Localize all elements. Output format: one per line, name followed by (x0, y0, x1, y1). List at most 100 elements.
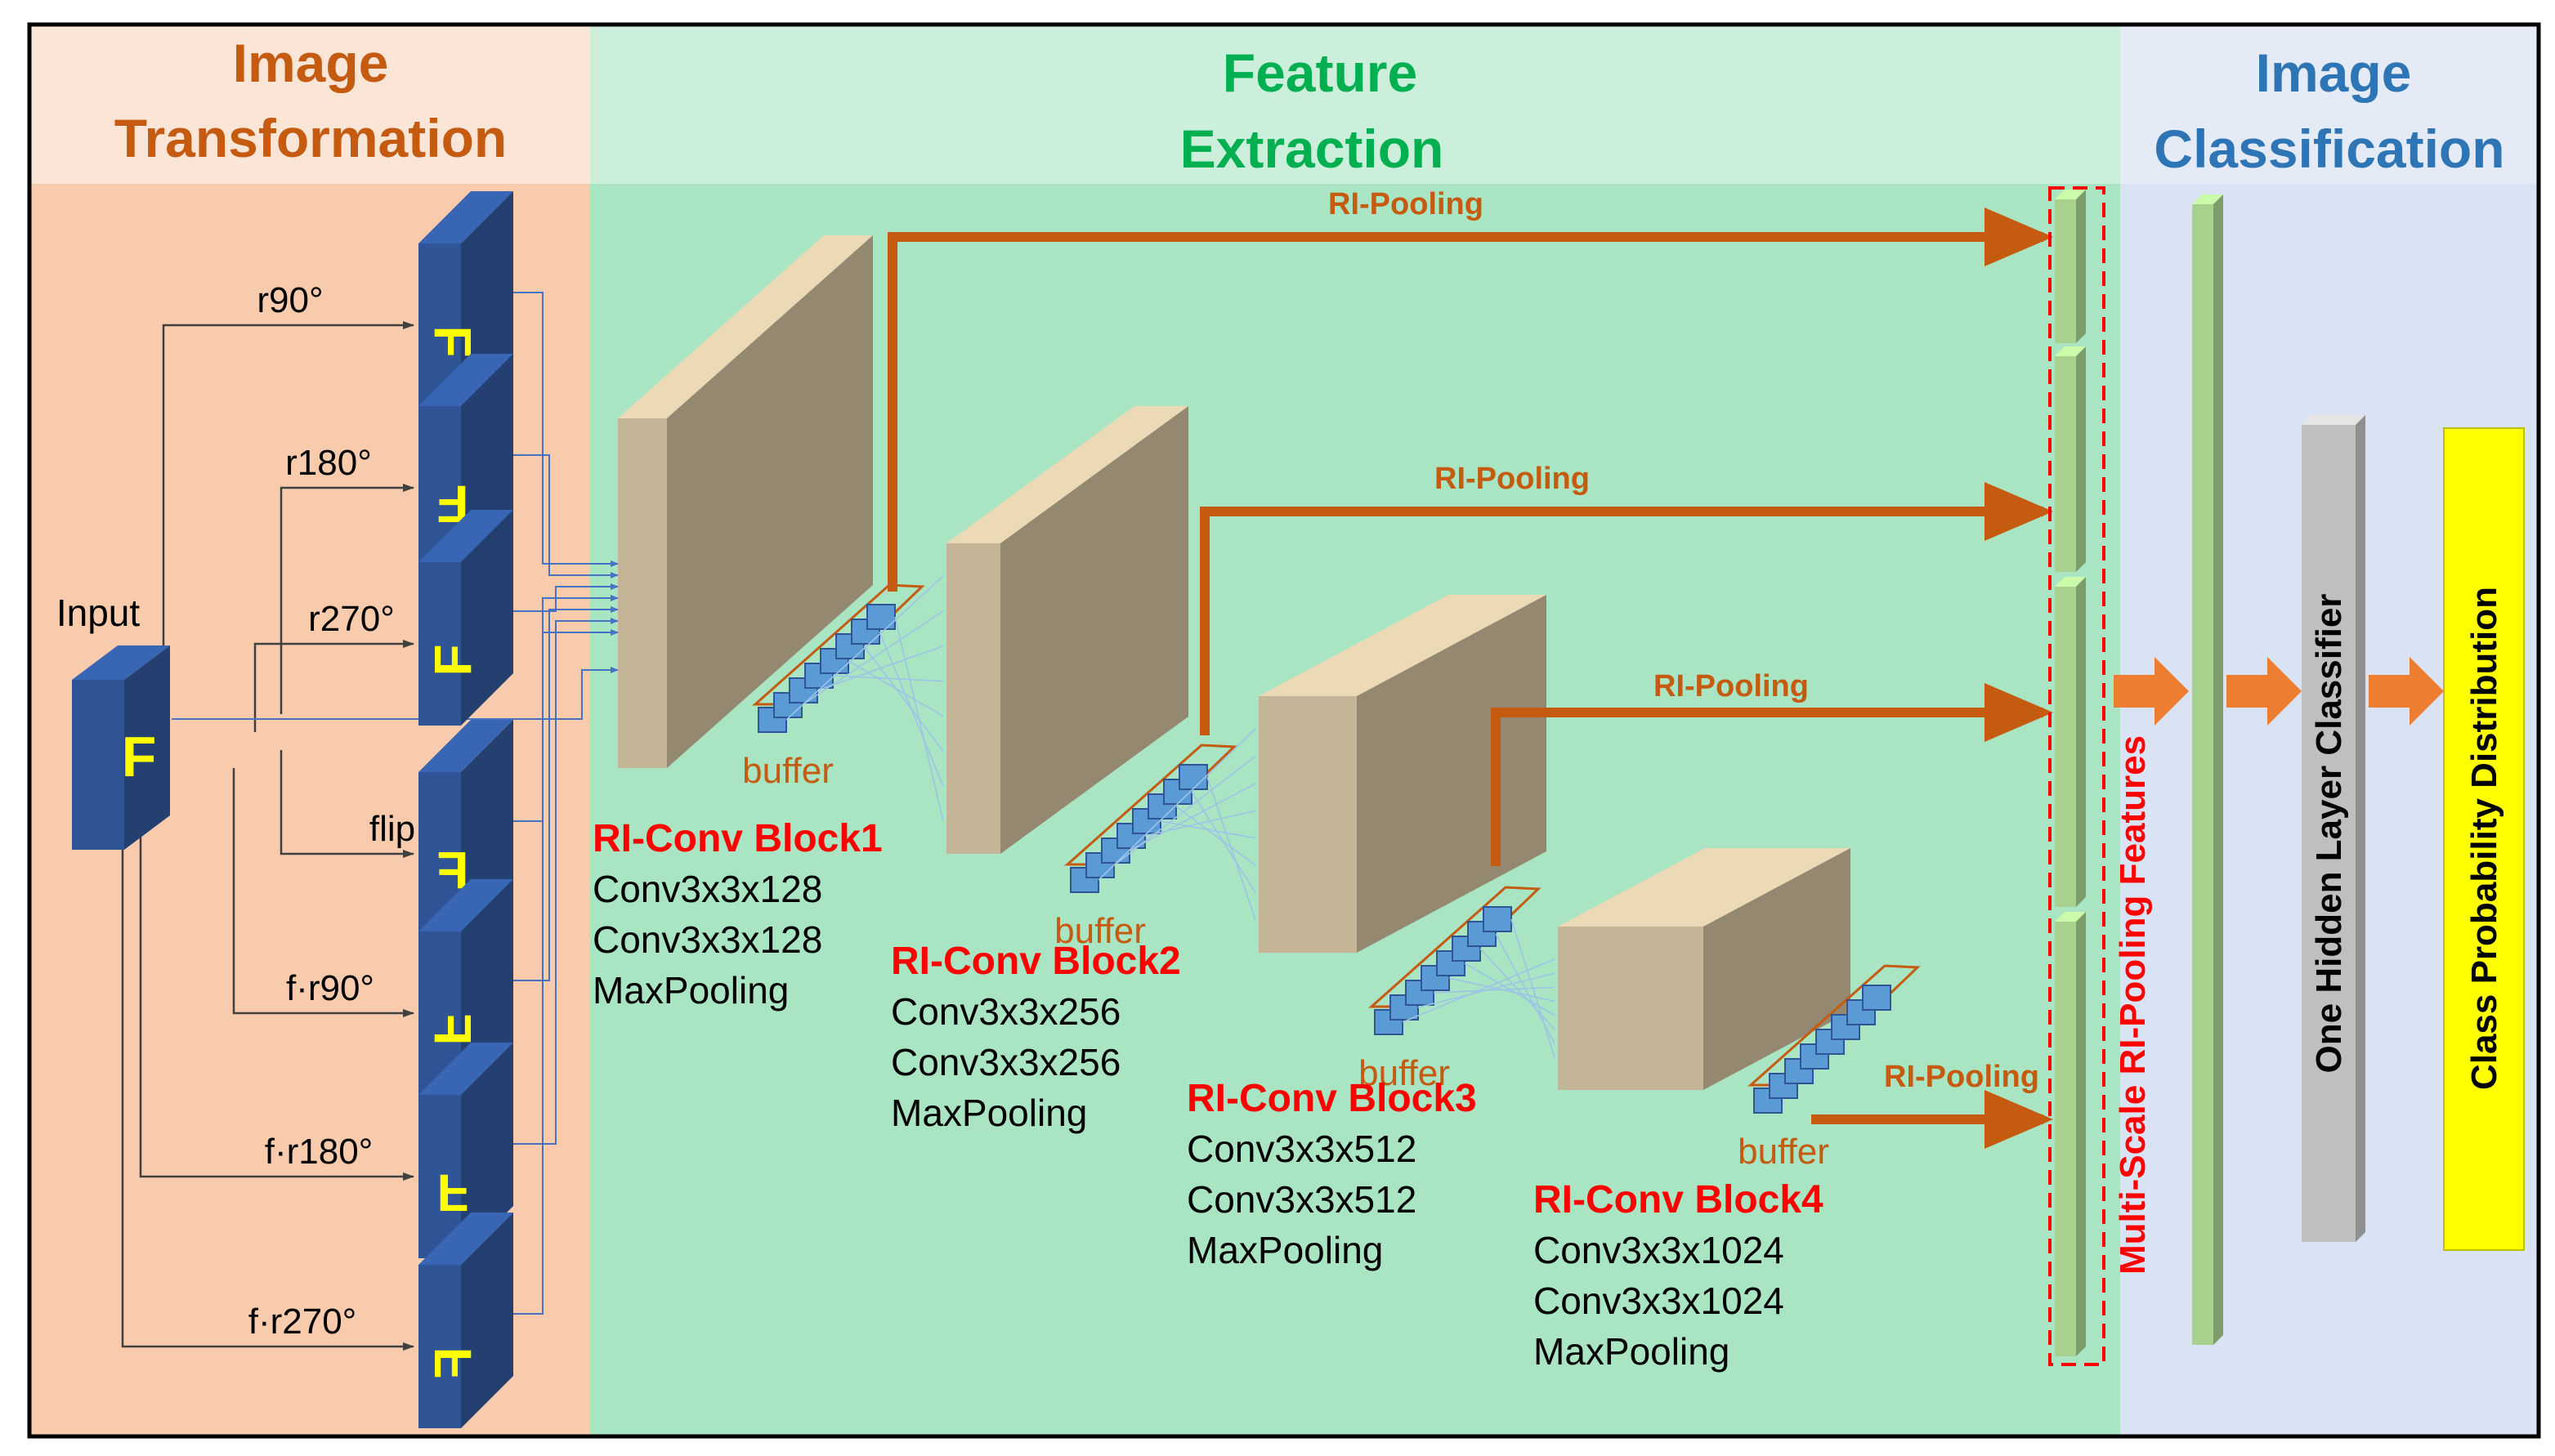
transformed-glyph-group-6: F (436, 1163, 468, 1222)
pooled-feature-bar-3-top (2055, 577, 2086, 587)
transformed-card-2-top (418, 354, 513, 406)
projection-line-2-8 (1206, 776, 1256, 921)
concatenated-feature-bar-front (2192, 204, 2213, 1345)
input-label: Input (56, 592, 141, 634)
feature-map-1-top (618, 235, 873, 418)
pool-label-3: RI-Pooling (1653, 669, 1809, 703)
hidden-layer-bar-side (2356, 415, 2365, 1242)
branch-line-6 (139, 786, 414, 1181)
projection-line-3-4 (1448, 977, 1555, 1003)
buffer-cell-1-8 (866, 604, 896, 630)
concatenated-feature-bar-side (2213, 194, 2223, 1345)
pooled-feature-bar-4 (2055, 912, 2086, 1356)
pool-label-2: RI-Pooling (1434, 462, 1590, 496)
transformed-card-1-side (461, 191, 513, 407)
transformation-header (29, 25, 590, 184)
projection-line-3-8 (1510, 918, 1555, 1058)
buffer-2: buffer (1054, 728, 1256, 951)
concatenated-feature-bar (2192, 194, 2223, 1345)
branch-line-2 (280, 484, 414, 714)
pool-arrow-2 (1200, 482, 2053, 735)
transformed-card-3-side (461, 510, 513, 726)
block-1-layer-2: Conv3x3x128 (593, 918, 822, 961)
pooled-feature-bar-3 (2055, 577, 2086, 907)
transformed-card-7-top (418, 1213, 513, 1265)
transform-label-1: r90° (257, 280, 323, 320)
projection-line-2-2 (1113, 755, 1256, 866)
feature-map-1-front (618, 418, 667, 768)
feature-map-2-front (946, 543, 1000, 854)
pooled-feature-bar-4-side (2076, 912, 2086, 1356)
block-1-layer-3: MaxPooling (593, 969, 789, 1012)
feature-map-2-top (946, 406, 1188, 543)
transform-label-7: f·r270° (248, 1302, 357, 1342)
transformed-card-7-side (461, 1213, 513, 1428)
block-4-layer-3: MaxPooling (1533, 1330, 1729, 1373)
projection-line-2-6 (1175, 806, 1256, 866)
buffer-3: buffer (1358, 886, 1555, 1093)
feature-map-3-top (1259, 595, 1546, 696)
transformed-card-5-top (418, 879, 513, 931)
transform-label-6: f·r180° (265, 1132, 374, 1172)
projection-line-1-8 (894, 616, 944, 822)
projection-line-2-4 (1144, 810, 1256, 837)
buffer-1: buffer (742, 575, 944, 822)
block-2-layer-1: Conv3x3x256 (891, 990, 1121, 1033)
block-2-layer-2: Conv3x3x256 (891, 1041, 1121, 1083)
buffer-4: buffer (1738, 964, 1921, 1172)
pool-arrow-3 (1491, 683, 2053, 866)
buffer-label-3: buffer (1358, 1053, 1450, 1093)
transform-label-4: flip (369, 809, 415, 849)
transformed-glyph-group-3: F (423, 644, 482, 676)
connector-line-6 (513, 618, 619, 1145)
extraction-title-line1: Feature (1223, 42, 1417, 103)
branch-line-4 (280, 750, 414, 858)
transformed-card-6-top (418, 1043, 513, 1095)
projection-line-3-3 (1433, 986, 1555, 994)
block-3-layer-1: Conv3x3x512 (1187, 1128, 1416, 1170)
connector-line-2 (513, 454, 619, 578)
transformed-glyph-6: F (436, 1163, 468, 1222)
hidden-layer-bar-front (2302, 425, 2356, 1242)
input-image-card-top (72, 645, 170, 680)
feature-map-4-front (1558, 927, 1703, 1090)
buffer-label-1: buffer (742, 751, 834, 791)
feature-map-3-front (1259, 696, 1357, 953)
feature-map-1-side (667, 235, 873, 768)
buffer-cell-3-8 (1483, 906, 1512, 932)
connector-line-1 (513, 292, 619, 567)
pool-label-4: RI-Pooling (1884, 1060, 2039, 1094)
connector-line-5 (513, 606, 619, 981)
classification-header (2120, 25, 2539, 184)
hidden-layer-bar (2302, 415, 2365, 1242)
pooled-feature-bar-2 (2055, 346, 2086, 572)
pooled-feature-bar-1-top (2055, 190, 2086, 199)
class-probability-bar (2443, 427, 2525, 1251)
input-connector-line (172, 667, 619, 720)
block-3-layer-2: Conv3x3x512 (1187, 1178, 1416, 1221)
transformed-card-1-top (418, 191, 513, 243)
multiscale-label: Multi-Scale RI-Pooling Features (2113, 735, 2153, 1275)
transformed-glyph-group-1: F (423, 325, 482, 357)
pool-label-1: RI-Pooling (1328, 187, 1483, 221)
pooled-feature-bar-3-side (2076, 577, 2086, 907)
multiscale-box (2048, 186, 2105, 1366)
buffer-cell-4-8 (1862, 985, 1891, 1011)
transformed-glyph-3: F (423, 644, 482, 676)
input-image-card (72, 645, 170, 850)
transformed-card-3-top (418, 510, 513, 562)
pooled-feature-bar-1 (2055, 190, 2086, 343)
transformed-card-6 (418, 1043, 513, 1258)
input-image-card-front (72, 680, 124, 850)
buffer-cell-2-7 (1163, 779, 1192, 805)
buffer-label-2: buffer (1054, 911, 1146, 951)
classification-title-line1: Image (2256, 42, 2412, 103)
transformed-card-3 (418, 510, 513, 726)
projection-line-1-6 (863, 645, 944, 752)
transformed-card-4-top (418, 720, 513, 772)
block-title-1: RI-Conv Block1 (593, 817, 883, 860)
transformed-card-7-front (418, 1265, 461, 1428)
